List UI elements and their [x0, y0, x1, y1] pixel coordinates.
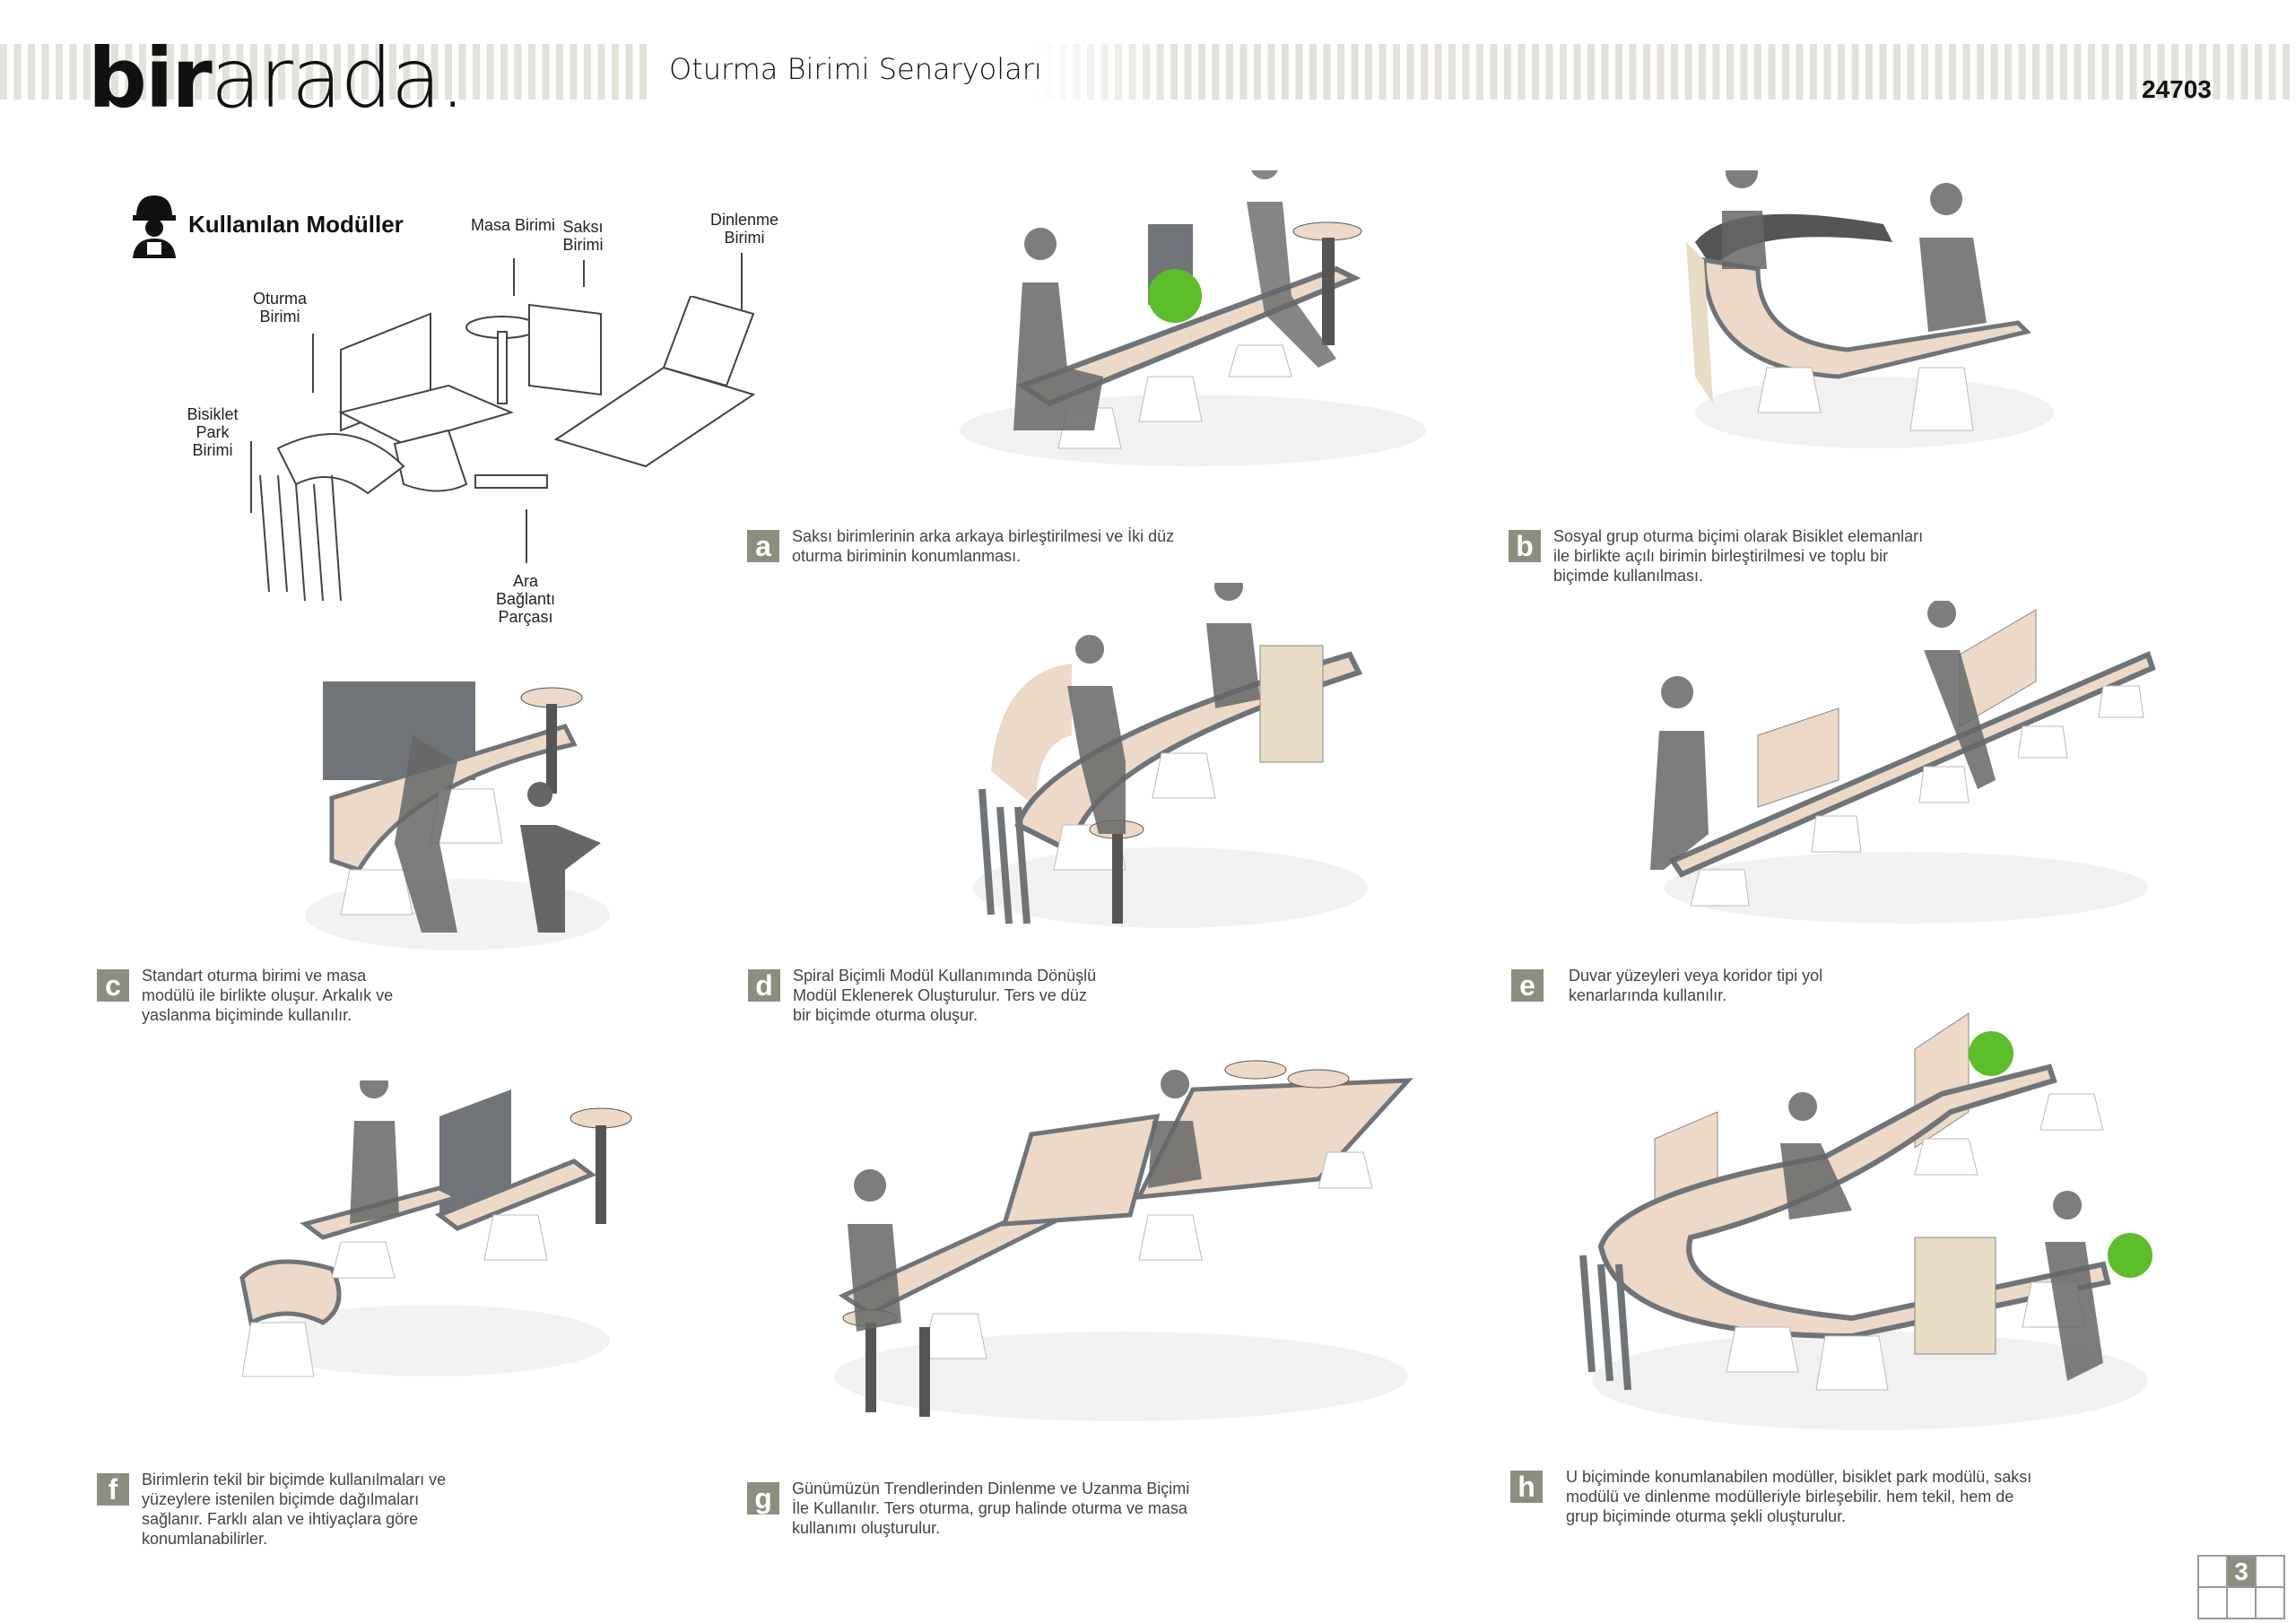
scenario-g-illustration	[834, 1060, 1413, 1421]
logo: birarada.	[88, 30, 465, 126]
project-code: 24703	[2142, 75, 2212, 103]
leader-line	[312, 334, 314, 393]
leader-line	[250, 441, 252, 513]
label-bisiklet: Bisiklet Park Birimi	[187, 405, 239, 459]
scenario-badge: b	[1509, 530, 1541, 562]
scenario-badge: e	[1511, 969, 1544, 1002]
leader-line	[526, 509, 527, 563]
scenario-badge: c	[97, 969, 129, 1002]
scenario-d-illustration	[973, 583, 1368, 928]
header-stripes-right	[1031, 44, 2296, 100]
scenario-e-illustration	[1650, 601, 2156, 924]
header-stripes-left	[0, 44, 652, 100]
label-dinlenme: Dinlenme Birimi	[709, 211, 779, 247]
scenario-a-illustration	[960, 170, 1426, 466]
label-masa: Masa Birimi	[470, 216, 556, 234]
scenario-c-illustration	[305, 681, 610, 950]
page-number-box: 3	[2197, 1555, 2285, 1619]
leader-line	[583, 260, 585, 287]
label-oturma: Oturma Birimi	[252, 290, 307, 325]
scenario-b-illustration	[1686, 170, 2054, 448]
page-title: Oturma Birimi Senaryoları	[664, 52, 1048, 86]
page-number: 3	[2228, 1557, 2255, 1586]
leader-line	[513, 258, 515, 296]
modules-illustration	[259, 296, 756, 602]
scenario-h-illustration	[1579, 1012, 2152, 1430]
label-ara: Ara Bağlantı Parçası	[495, 572, 556, 626]
modules-heading: Kullanılan Modüller	[129, 190, 404, 258]
scenario-badge: g	[747, 1482, 779, 1515]
scenario-badge: h	[1510, 1471, 1543, 1503]
scenario-badge: a	[747, 530, 779, 562]
label-saksi: Saksı Birimi	[562, 218, 604, 254]
scenario-f-illustration	[239, 1081, 632, 1377]
scenario-badge: f	[97, 1473, 129, 1506]
leader-line	[741, 253, 743, 339]
worker-icon	[133, 195, 176, 258]
scenario-badge: d	[748, 969, 780, 1002]
